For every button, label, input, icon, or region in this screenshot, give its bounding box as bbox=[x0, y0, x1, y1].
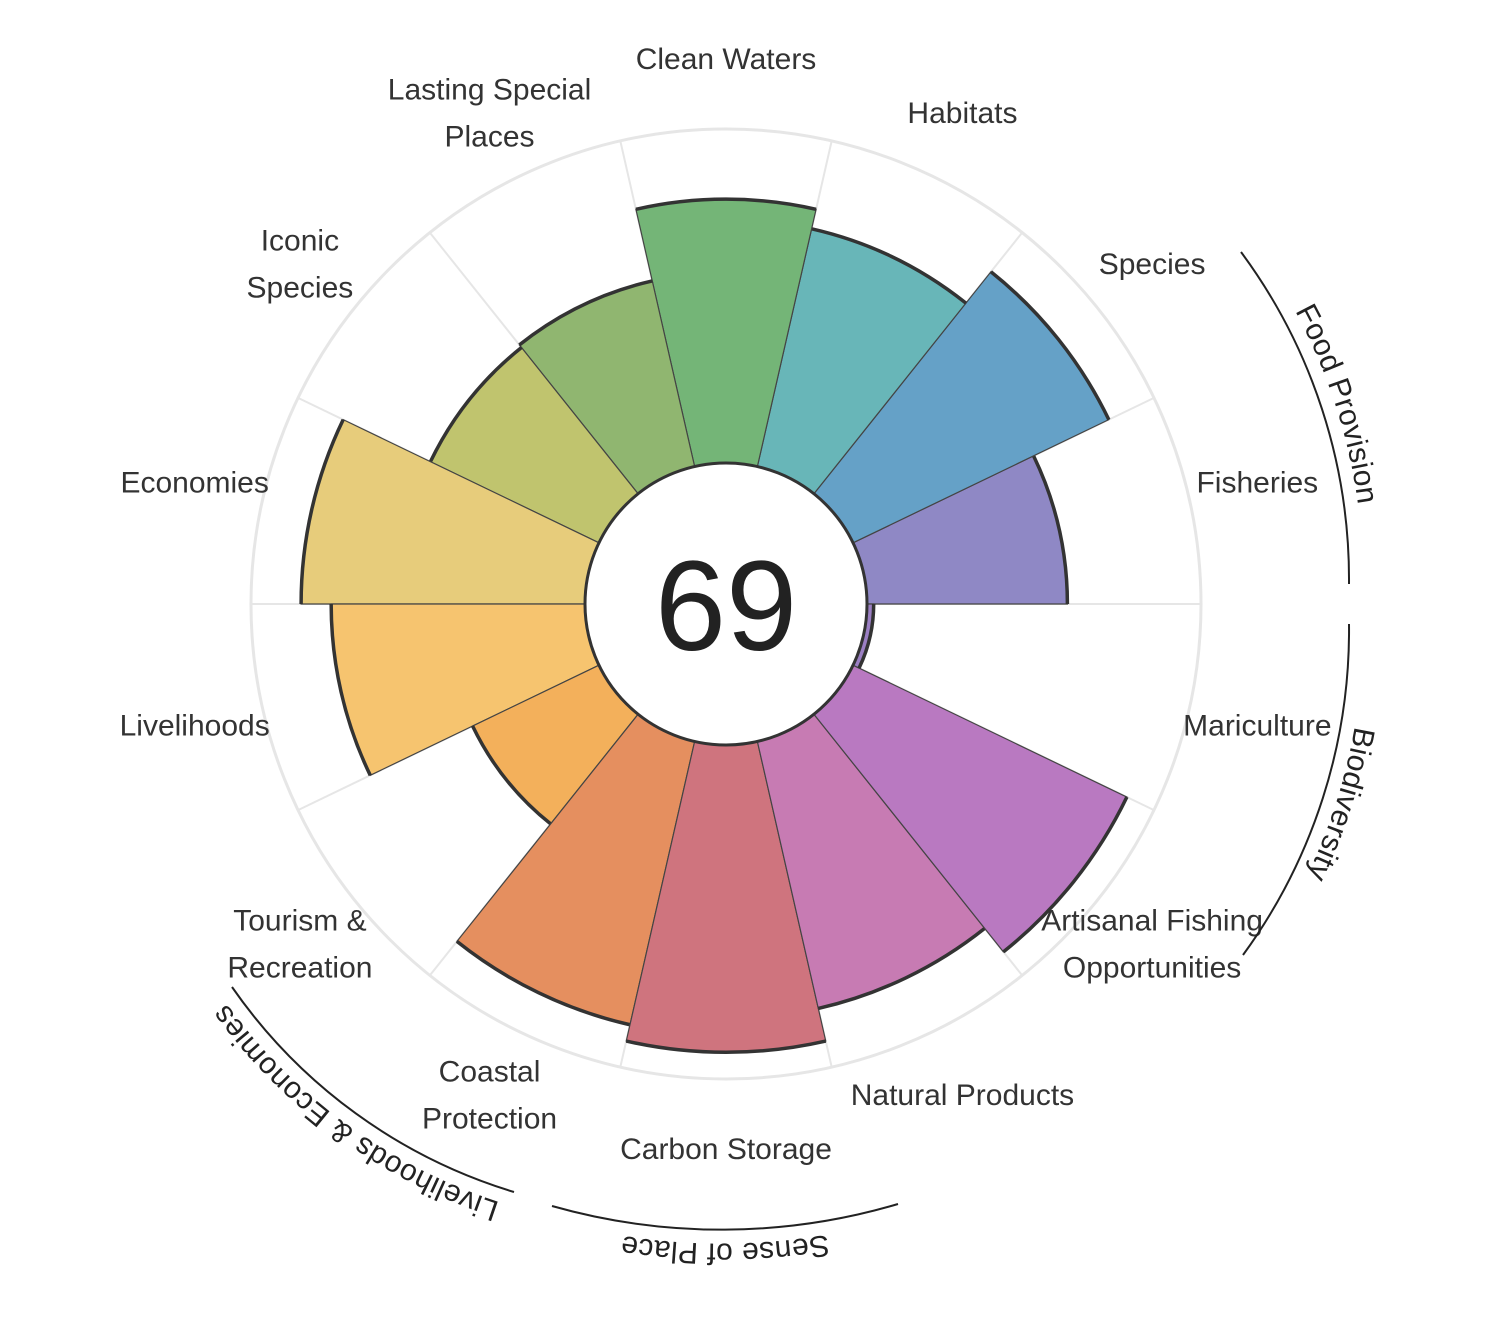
label-clean-waters: Clean Waters bbox=[636, 43, 817, 76]
group-label-sense-of-place: Sense of Place bbox=[619, 1228, 832, 1270]
bar-outline-species bbox=[989, 270, 1111, 421]
bar-outline-artisanal-fishing-opportunities bbox=[1002, 796, 1129, 954]
label-livelihoods: Livelihoods bbox=[120, 709, 270, 742]
label-line: Clean Waters bbox=[636, 43, 817, 76]
bar-outline-iconic-species bbox=[428, 346, 523, 463]
goal-labels: Fisheries Species Habitats Clean WatersLast… bbox=[120, 43, 1332, 1166]
label-line: Artisanal Fishing bbox=[1041, 904, 1263, 937]
bar-outline-livelihoods bbox=[329, 603, 372, 777]
label-carbon-storage: Carbon Storage bbox=[620, 1133, 832, 1166]
bar-outline-lasting-special-places bbox=[518, 279, 653, 347]
bar-outline-mariculture bbox=[857, 603, 876, 669]
food-provision-arc bbox=[1240, 251, 1351, 585]
bar-outline-coastal-protection bbox=[455, 940, 631, 1027]
label-line: Iconic bbox=[261, 225, 339, 258]
group-label-biodiversity: Biodiversity bbox=[1301, 725, 1381, 886]
center-circle bbox=[583, 461, 869, 747]
label-line: Natural Products bbox=[851, 1079, 1074, 1112]
label-line: Lasting Special bbox=[388, 73, 591, 106]
label-economies: Economies bbox=[120, 467, 268, 500]
label-natural-products: Natural Products bbox=[851, 1079, 1074, 1112]
bar-outline-tourism-and-recreation bbox=[470, 725, 552, 826]
bar-outline-economies bbox=[299, 418, 345, 605]
label-mariculture: Mariculture bbox=[1183, 709, 1331, 742]
bar-outline-habitats bbox=[811, 227, 968, 305]
label-line: Fisheries bbox=[1196, 467, 1318, 500]
label-species: Species bbox=[1099, 248, 1206, 281]
label-line: Species bbox=[1099, 248, 1206, 281]
overall-score: 69 bbox=[655, 535, 797, 678]
label-line: Protection bbox=[422, 1103, 557, 1136]
label-line: Tourism & bbox=[233, 904, 366, 937]
bar-outline-carbon-storage bbox=[625, 1039, 827, 1055]
label-line: Habitats bbox=[907, 97, 1017, 130]
bar-outline-fisheries bbox=[1032, 455, 1070, 605]
label-line: Livelihoods bbox=[120, 709, 270, 742]
label-line: Coastal bbox=[439, 1056, 541, 1089]
sense-of-place-arc bbox=[551, 1203, 899, 1231]
label-line: Opportunities bbox=[1063, 951, 1241, 984]
label-fisheries: Fisheries bbox=[1196, 467, 1318, 500]
bar-outline-natural-products bbox=[817, 926, 986, 1011]
bar-outline-clean-waters bbox=[635, 197, 817, 211]
biodiversity-arc bbox=[1242, 623, 1351, 956]
label-tourism-and-recreation: Tourism & Recreation bbox=[227, 904, 372, 984]
label-line: Recreation bbox=[227, 951, 372, 984]
label-line: Economies bbox=[120, 467, 268, 500]
label-line: Mariculture bbox=[1183, 709, 1331, 742]
label-habitats: Habitats bbox=[907, 97, 1017, 130]
goal-bars bbox=[299, 197, 1129, 1055]
label-line: Species bbox=[247, 272, 354, 305]
label-line: Places bbox=[445, 120, 535, 153]
livelihoods-economies-arc bbox=[231, 986, 515, 1193]
label-line: Carbon Storage bbox=[620, 1133, 832, 1166]
